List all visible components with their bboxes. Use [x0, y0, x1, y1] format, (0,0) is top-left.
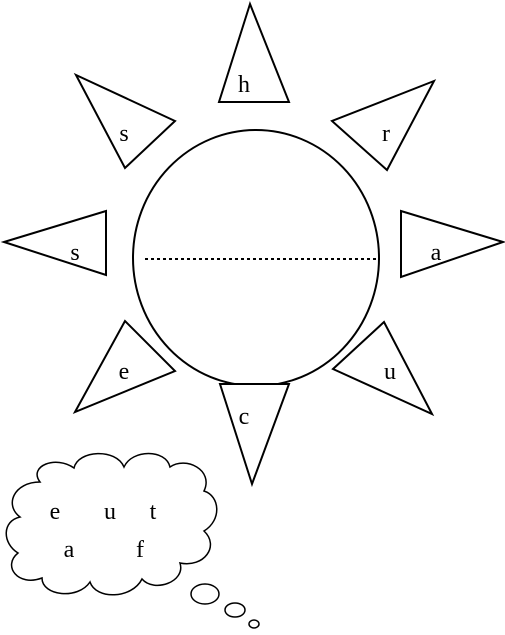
- ray-bottom-right-letter: u: [384, 359, 396, 385]
- ray-right-letter: a: [431, 240, 442, 266]
- ray-bottom-letter: c: [239, 404, 250, 430]
- ray-left: [4, 211, 106, 275]
- thought-bubble-dot-small: [249, 620, 259, 628]
- thought-bubble-dot-medium: [225, 603, 245, 617]
- cloud-letter: t: [150, 499, 157, 525]
- ray-left-letter: s: [70, 240, 79, 266]
- ray-bottom-left-letter: e: [119, 359, 130, 385]
- cloud-letter: u: [104, 499, 116, 525]
- ray-bottom: [220, 384, 289, 484]
- ray-top-left-letter: s: [119, 121, 128, 147]
- cloud-letter: e: [50, 499, 61, 525]
- ray-top: [219, 4, 289, 102]
- thought-bubble-dot-large: [191, 584, 219, 604]
- ray-top-right-letter: r: [382, 121, 390, 147]
- ray-top-letter: h: [238, 72, 250, 98]
- ray-right: [401, 211, 503, 277]
- cloud-letter: a: [64, 537, 75, 563]
- cloud-letter: f: [136, 537, 144, 563]
